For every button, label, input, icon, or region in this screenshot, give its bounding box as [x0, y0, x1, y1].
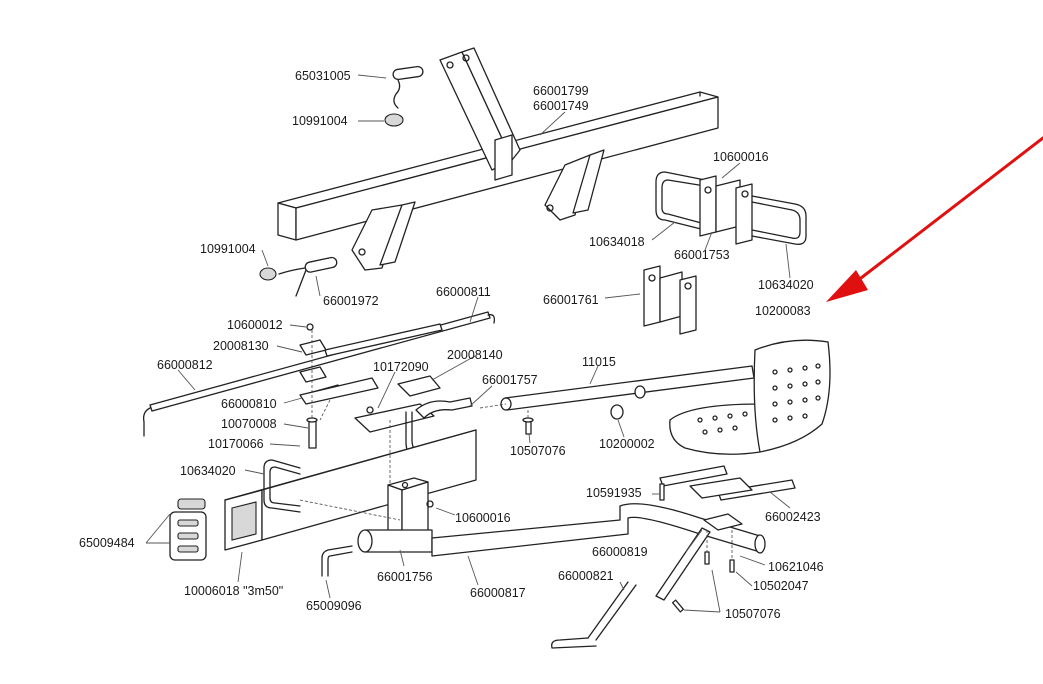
- label-10170066: 10170066: [208, 437, 264, 451]
- label-10621046: 10621046: [768, 560, 824, 574]
- label-10200002: 10200002: [599, 437, 655, 451]
- pin-65009096: [321, 545, 353, 577]
- label-10991004-left: 10991004: [200, 242, 256, 256]
- label-66000810: 66000810: [221, 397, 277, 411]
- bar-11015: [500, 365, 755, 411]
- label-10172090: 10172090: [373, 360, 429, 374]
- pin-10591935: [659, 483, 665, 501]
- label-10991004-top: 10991004: [292, 114, 348, 128]
- label-10634020-left: 10634020: [180, 464, 236, 478]
- seat-holes: [697, 363, 821, 435]
- beam-clamp-bracket: [351, 47, 605, 271]
- u-bolt-10634018: [655, 171, 706, 231]
- lever-66001757: [354, 397, 473, 463]
- label-10507076-mid: 10507076: [510, 444, 566, 458]
- seat-10200083: [669, 339, 831, 455]
- label-66001756: 66001756: [377, 570, 433, 584]
- label-65009096: 65009096: [306, 599, 362, 613]
- clip-20008140: [397, 375, 441, 397]
- label-65009484: 65009484: [79, 536, 135, 550]
- plate-66001753: [699, 175, 753, 245]
- screw-10507076a: [522, 417, 534, 435]
- label-66000811: 66000811: [436, 285, 491, 299]
- label-10200083: 10200083: [755, 304, 811, 318]
- label-66000819: 66000819: [592, 545, 648, 559]
- label-10006018: 10006018 "3m50": [184, 584, 283, 598]
- plate-66000810: [299, 377, 379, 405]
- rod-66000811: [324, 323, 443, 357]
- bracket-66001756: [387, 477, 434, 541]
- reflector-65009484: [169, 498, 207, 561]
- u-bolt-10634020: [751, 195, 807, 245]
- pin-66001972: [259, 256, 338, 297]
- label-11015: 11015: [582, 355, 616, 369]
- label-20008140: 20008140: [447, 348, 503, 362]
- label-66000817: 66000817: [470, 586, 526, 600]
- leader-lines: [145, 74, 791, 613]
- label-66001753: 66001753: [674, 248, 730, 262]
- label-10634020-top: 10634020: [758, 278, 814, 292]
- label-10600016-top: 10600016: [713, 150, 769, 164]
- label-66000812: 66000812: [157, 358, 213, 372]
- label-10600016-mid: 10600016: [455, 511, 511, 525]
- pin-65031005: [384, 65, 424, 127]
- label-10507076-bottom: 10507076: [725, 607, 781, 621]
- part-labels: 65031005 10991004 66001799 66001749 1060…: [79, 69, 824, 621]
- axle-66000817: [357, 503, 766, 557]
- cap-10200002: [610, 404, 624, 420]
- label-66001972: 66001972: [323, 294, 379, 308]
- label-66001757: 66001757: [482, 373, 538, 387]
- alignment-lines: [299, 330, 733, 560]
- label-66000821: 66000821: [558, 569, 614, 583]
- bracket-66002423: [659, 465, 796, 531]
- main-tube-10006018: [224, 429, 477, 551]
- label-65031005: 65031005: [295, 69, 351, 83]
- label-66001799: 66001799: [533, 84, 589, 98]
- label-10600012: 10600012: [227, 318, 283, 332]
- leg-66000819: [655, 527, 711, 601]
- label-10502047: 10502047: [753, 579, 809, 593]
- bolt-10070008: [306, 417, 318, 449]
- u-bolt-10634020b: [263, 459, 301, 513]
- label-66002423: 66002423: [765, 510, 821, 524]
- leg-66000821: [551, 581, 637, 649]
- plate-66001761: [643, 265, 697, 335]
- label-10070008: 10070008: [221, 417, 277, 431]
- label-10634018: 10634018: [589, 235, 645, 249]
- label-66001749: 66001749: [533, 99, 589, 113]
- label-20008130: 20008130: [213, 339, 269, 353]
- label-10591935: 10591935: [586, 486, 642, 500]
- highlight-arrow: [826, 136, 1043, 302]
- label-66001761: 66001761: [543, 293, 599, 307]
